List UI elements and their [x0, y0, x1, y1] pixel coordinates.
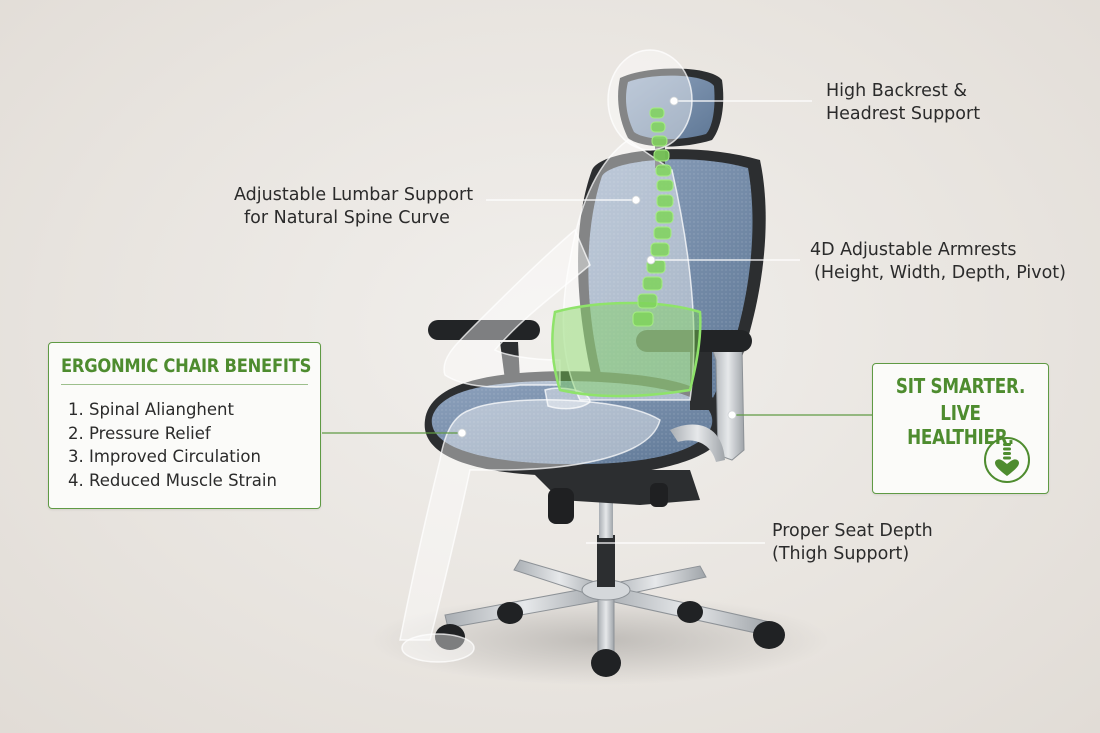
seat-depth-callout: Proper Seat Depth (Thigh Support) — [772, 520, 933, 566]
callout-leader-lines — [486, 100, 812, 544]
benefits-list: 1. Spinal Alianghent 2. Pressure Relief … — [68, 398, 277, 492]
list-item: 3. Improved Circulation — [68, 447, 261, 466]
slogan-line-2: LIVE HEALTHIER. — [907, 401, 1014, 449]
callout-green-lines — [322, 414, 872, 434]
callout-dots — [457, 96, 737, 438]
benefits-title: ERGONMIC CHAIR BENEFITS — [61, 355, 312, 377]
seat-mechanism — [530, 470, 700, 524]
gas-cylinder — [597, 500, 615, 587]
armrests-callout-line2: (Height, Width, Depth, Pivot) — [814, 263, 1066, 283]
chair-base — [444, 559, 771, 656]
benefits-panel: ERGONMIC CHAIR BENEFITS 1. Spinal Aliang… — [48, 342, 321, 509]
slogan-panel: SIT SMARTER. LIVE HEALTHIER. — [872, 363, 1049, 494]
armrests-callout: 4D Adjustable Armrests (Height, Width, D… — [810, 239, 1066, 285]
seat-depth-callout-line1: Proper Seat Depth — [772, 521, 933, 541]
benefits-divider — [61, 384, 308, 385]
headrest — [618, 68, 724, 168]
lumbar-callout: Adjustable Lumbar Support for Natural Sp… — [234, 184, 473, 230]
armrests-callout-line1: 4D Adjustable Armrests — [810, 240, 1017, 260]
lumbar-support — [551, 301, 702, 398]
headrest-callout-line1: High Backrest & — [826, 81, 968, 101]
list-item: 1. Spinal Alianghent — [68, 400, 234, 419]
headrest-callout: High Backrest & Headrest Support — [826, 80, 980, 126]
left-armrest — [428, 320, 540, 380]
lumbar-callout-line1: Adjustable Lumbar Support — [234, 185, 474, 205]
list-item: 4. Reduced Muscle Strain — [68, 470, 277, 490]
lumbar-callout-line2: for Natural Spine Curve — [244, 208, 450, 228]
headrest-callout-line2: Headrest Support — [826, 104, 981, 124]
list-item: 2. Pressure Relief — [68, 423, 211, 443]
spine-heart-icon — [984, 437, 1030, 483]
seat-depth-callout-line2: (Thigh Support) — [772, 544, 910, 564]
caster-wheels — [435, 601, 785, 677]
spine-icon — [632, 107, 674, 327]
slogan-line-1: SIT SMARTER. — [895, 374, 1026, 398]
